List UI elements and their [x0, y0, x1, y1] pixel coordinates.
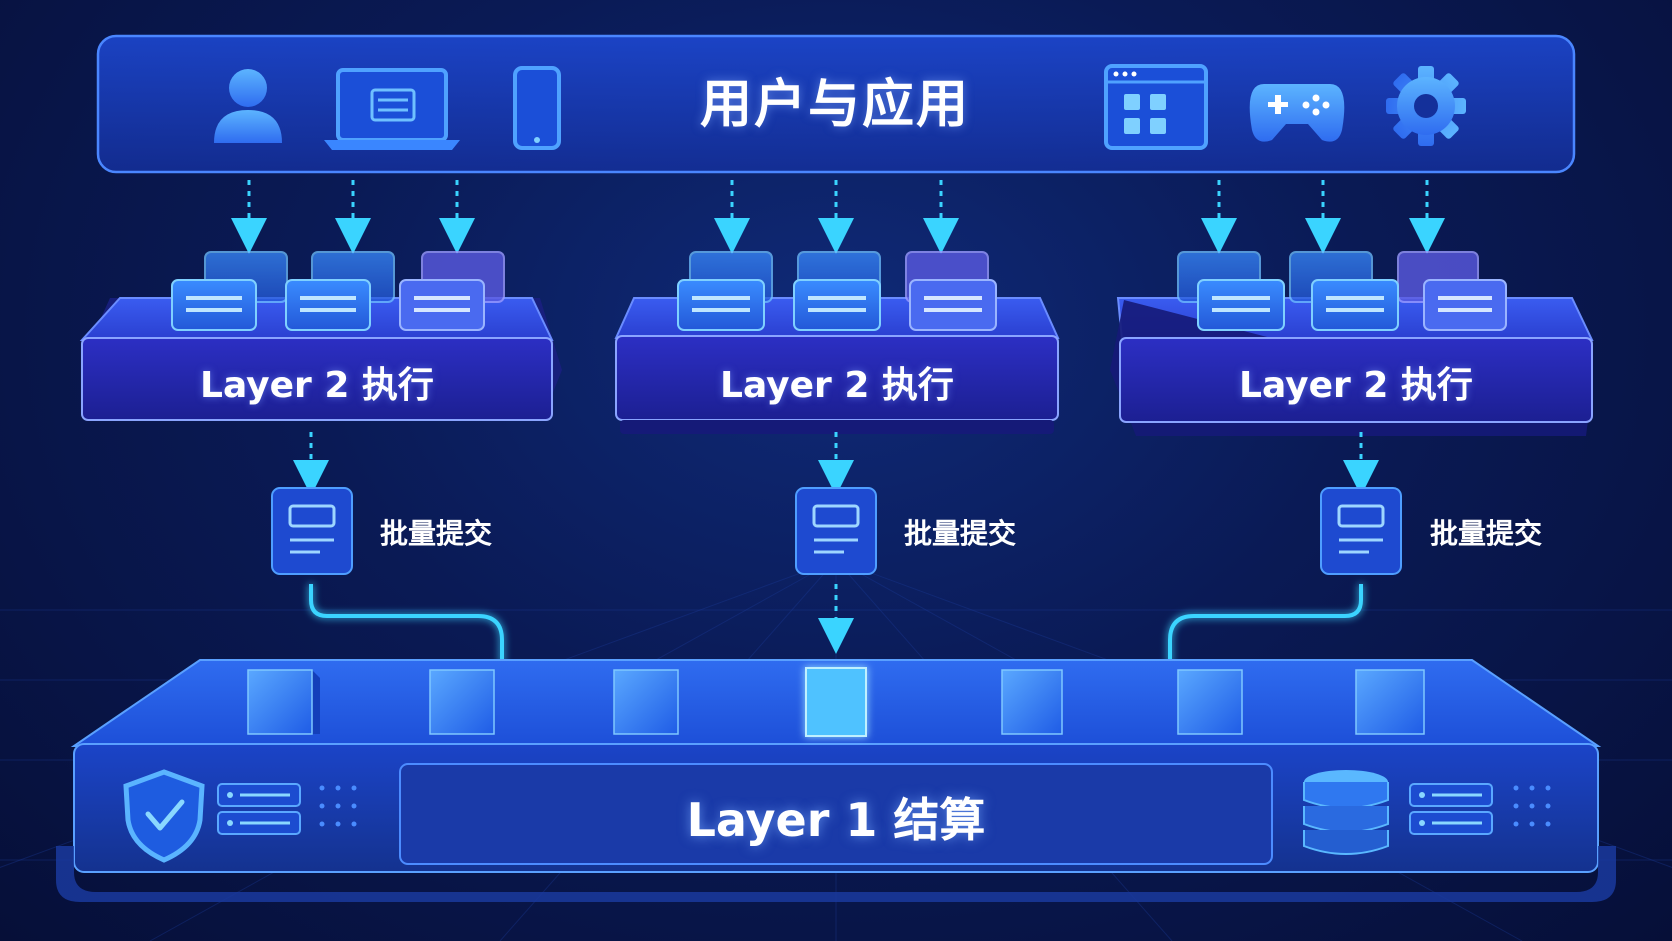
layer2-title-3: Layer 2 执行 [1239, 365, 1473, 406]
user-icon [214, 69, 282, 143]
tx-cards-1 [171, 251, 505, 331]
batch-doc-icon-2 [795, 487, 877, 575]
gear-icon [1386, 66, 1466, 146]
layer2-title-1: Layer 2 执行 [200, 365, 434, 406]
block-cube [1001, 669, 1063, 735]
batch-submit-label-2: 批量提交 [904, 517, 1017, 550]
tx-card [1197, 279, 1285, 331]
dot-grid-right [1513, 785, 1551, 827]
tx-card [285, 279, 371, 331]
tx-card [677, 279, 765, 331]
block-cube [247, 669, 320, 735]
layer1-title: Layer 1 结算 [686, 793, 986, 847]
connector-pipes [309, 584, 1363, 664]
block-cube [1355, 669, 1425, 735]
tx-card [1311, 279, 1399, 331]
tx-cards-2 [677, 251, 997, 331]
submit-arrows [231, 180, 1445, 254]
smartphone-icon [513, 66, 561, 150]
laptop-icon [324, 68, 460, 150]
batch-submit-label-1: 批量提交 [380, 517, 493, 550]
shield-check-icon [123, 769, 205, 863]
block-cube [429, 669, 495, 735]
tx-card [171, 279, 257, 331]
block-cube [613, 669, 679, 735]
app-window-icon [1104, 64, 1208, 150]
block-cube [1177, 669, 1243, 735]
layer2-title-2: Layer 2 执行 [720, 365, 954, 406]
batch-submit-label-3: 批量提交 [1430, 517, 1543, 550]
tx-card [909, 279, 997, 331]
tx-card [399, 279, 485, 331]
tx-card [793, 279, 881, 331]
block-cube-active [805, 667, 867, 737]
dot-grid-left [319, 785, 357, 827]
gamepad-icon [1249, 84, 1345, 142]
l1-blocks [247, 667, 1425, 737]
server-icon [217, 783, 301, 835]
batch-doc-icon-1 [271, 487, 353, 575]
tx-card [1423, 279, 1507, 331]
tx-cards-3 [1177, 251, 1507, 331]
server-icon [1409, 783, 1493, 835]
database-icon [1303, 770, 1389, 855]
batch-arrows [293, 432, 1379, 654]
batch-doc-icon-3 [1320, 487, 1402, 575]
users-apps-title: 用户与应用 [699, 75, 970, 135]
